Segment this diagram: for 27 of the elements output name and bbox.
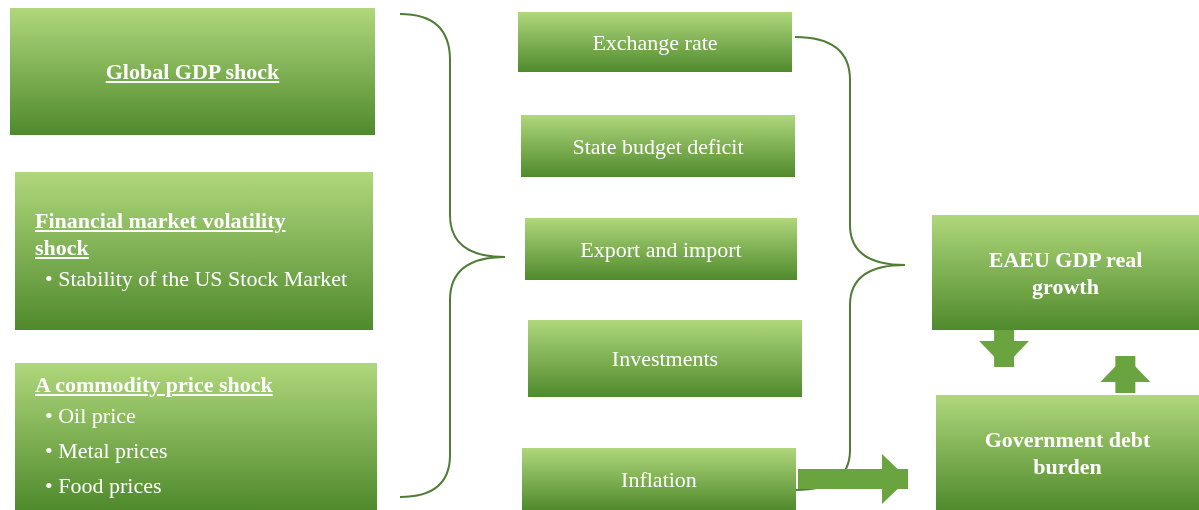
bullet-item: • Metal prices	[45, 436, 168, 465]
block-arrow	[979, 330, 1030, 367]
process-box	[518, 12, 792, 72]
node-label: State budget deficit	[572, 132, 744, 160]
node-label: Investments	[611, 345, 719, 372]
node-label: Exchange rate	[592, 28, 718, 56]
node-label: Inflation	[621, 465, 697, 493]
block-arrow	[798, 454, 908, 504]
process-box	[522, 448, 796, 510]
node-label: Export and import	[580, 235, 742, 263]
node-title: Global GDP shock	[105, 58, 280, 85]
block-arrow	[1100, 356, 1151, 393]
node-title: EAEU GDP real growth	[987, 245, 1144, 300]
bullet-item: • Stability of the US Stock Market	[45, 264, 348, 293]
process-box	[15, 172, 373, 330]
bullet-item: • Food prices	[45, 471, 163, 500]
process-box	[932, 215, 1199, 330]
process-box	[15, 363, 377, 510]
node-title: Government debt burden	[983, 425, 1152, 480]
bullet-item: • Oil price	[45, 401, 137, 430]
process-box	[528, 320, 802, 397]
process-box	[521, 115, 795, 177]
process-box	[936, 395, 1199, 510]
process-box	[10, 8, 375, 135]
process-box	[525, 218, 797, 280]
node-title: A commodity price shock	[35, 370, 273, 398]
node-title: Financial market volatility shock	[35, 206, 287, 261]
